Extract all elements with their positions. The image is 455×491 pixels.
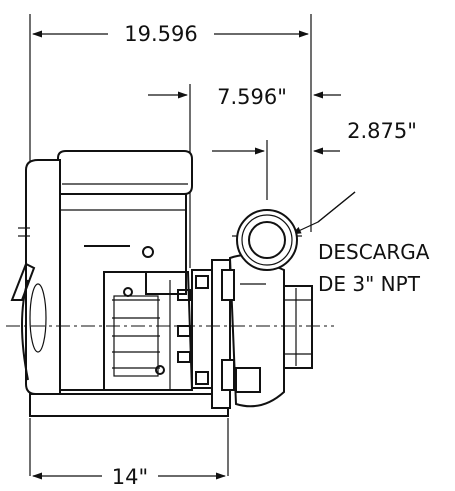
dimension-base-length: 14" — [32, 465, 226, 489]
discharge-callout-leader — [291, 191, 356, 235]
dimension-base-length-label: 14" — [112, 465, 148, 489]
dimension-discharge-offset: 2.875" — [212, 119, 417, 155]
engine-drawing — [10, 150, 194, 395]
centrifugal-pump-drawing — [191, 209, 313, 409]
dimension-inlet-offset-label: 7.596" — [217, 85, 287, 109]
callout-discharge-line1: DESCARGA — [318, 240, 430, 264]
dimension-overall-width-label: 19.596 — [124, 22, 197, 46]
dimension-overall-width: 19.596 — [32, 22, 309, 46]
dimension-inlet-offset: 7.596" — [148, 85, 341, 109]
dimension-discharge-offset-label: 2.875" — [347, 119, 417, 143]
callout-discharge-line2: DE 3" NPT — [318, 272, 421, 296]
base-plate — [29, 393, 229, 417]
